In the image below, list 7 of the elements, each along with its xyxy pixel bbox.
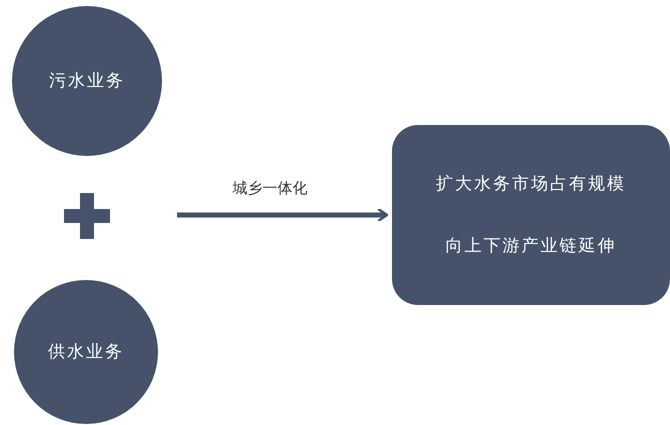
edge-label: 城乡一体化: [232, 178, 308, 198]
node-text: 污水业务: [49, 70, 125, 93]
arrow: [177, 208, 388, 222]
node-text: 扩大水务市场占有规模: [436, 173, 626, 196]
node-text: 向上下游产业链延伸: [446, 235, 616, 258]
rounded-box: [392, 125, 670, 305]
node-text: 供水业务: [48, 341, 124, 364]
